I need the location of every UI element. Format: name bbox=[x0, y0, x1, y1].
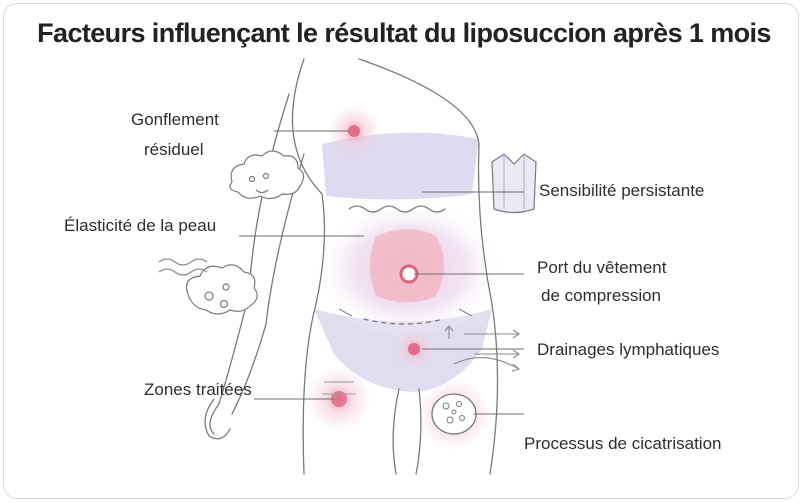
compression-vest-icon bbox=[491, 153, 537, 214]
torso-right bbox=[358, 58, 499, 475]
elasticity-waves bbox=[158, 258, 208, 276]
leg-gap bbox=[392, 388, 400, 475]
left-arm-inner bbox=[231, 153, 305, 415]
label-elasticite: Élasticité de la peau bbox=[64, 216, 217, 235]
treated-zone-dashes bbox=[322, 381, 356, 395]
label-processus: Processus de cicatrisation bbox=[524, 434, 722, 453]
label-port-line1: Port du vêtement bbox=[537, 258, 667, 277]
label-zones: Zones traitées bbox=[144, 380, 252, 399]
skin-cloud-icon bbox=[185, 264, 258, 315]
left-hand bbox=[204, 398, 231, 440]
drainage-arrows bbox=[338, 308, 521, 372]
waist-wave bbox=[348, 205, 446, 213]
label-sensibilite: Sensibilité persistante bbox=[539, 181, 705, 200]
leg-gap-right bbox=[415, 388, 422, 475]
diagram-title: Facteurs influençant le résultat du lipo… bbox=[37, 18, 771, 48]
waist-dash bbox=[363, 318, 445, 325]
diagram-frame: Facteurs influençant le résultat du lipo… bbox=[3, 3, 799, 499]
torso-left bbox=[291, 58, 326, 475]
label-gonflement-line1: Gonflement bbox=[131, 110, 219, 129]
label-gonflement-line2: résiduel bbox=[144, 140, 204, 159]
healing-cell-icon bbox=[418, 378, 490, 450]
leader-lines bbox=[239, 130, 524, 415]
swelling-cloud-icon bbox=[229, 150, 305, 200]
body-illustration bbox=[158, 58, 537, 475]
label-drainages: Drainages lymphatiques bbox=[537, 340, 720, 359]
label-port-line2: de compression bbox=[541, 286, 662, 305]
